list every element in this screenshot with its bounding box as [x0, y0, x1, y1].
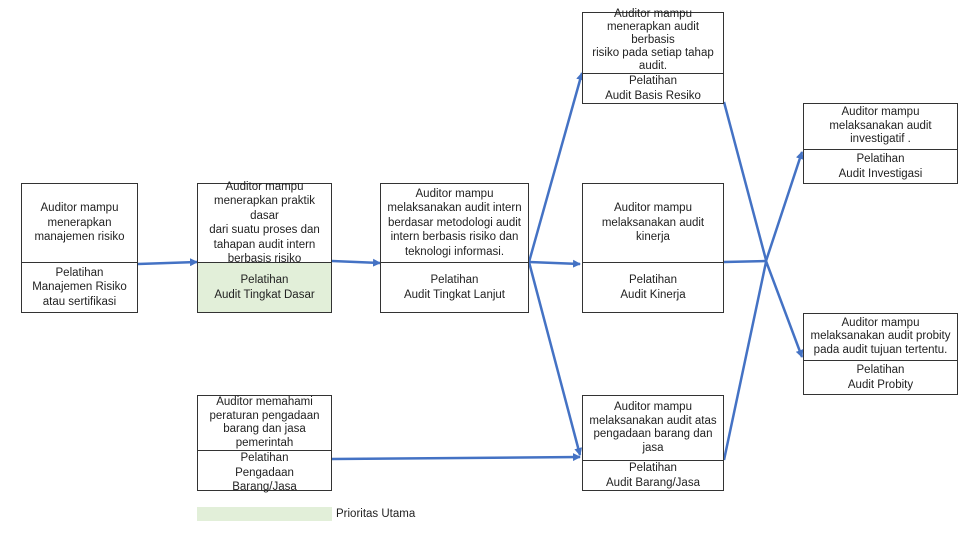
node-probity: Auditor mampu melaksanakan audit probity…: [803, 313, 958, 395]
node-kinerja-training: Pelatihan Audit Kinerja: [583, 262, 723, 312]
arrow-lanjut-to-kinerja: [528, 259, 581, 268]
node-tingkat-lanjut-goal: Auditor mampu melaksanakan audit intern …: [387, 187, 522, 258]
node-manajemen-risiko: Auditor mampu menerapkan manajemen risik…: [21, 183, 138, 313]
line-barang-jasa-to-hub: [722, 261, 768, 461]
node-tingkat-dasar: Auditor mampu menerapkan praktik dasar d…: [197, 180, 332, 313]
node-audit-barang-jasa-goal: Auditor mampu melaksanakan audit atas pe…: [589, 401, 717, 454]
node-tingkat-dasar-goal: Auditor mampu menerapkan praktik dasar d…: [209, 180, 320, 266]
arrow-hub-to-probity: [764, 260, 804, 358]
arrow-lanjut-to-basis-resiko: [527, 72, 584, 263]
arrow-pengadaan-to-barang-jasa: [331, 453, 581, 462]
node-pengadaan-goal: Auditor memahami peraturan pengadaan bar…: [209, 396, 320, 449]
arrow-hub-to-investigasi: [764, 151, 804, 262]
arrow-lanjut-to-barang-jasa: [527, 261, 583, 456]
node-kinerja-goal: Auditor mampu melaksanakan audit kinerja: [601, 202, 705, 244]
line-kinerja-to-hub: [723, 259, 767, 264]
node-basis-resiko-goal: Auditor mampu menerapkan audit berbasis …: [592, 8, 714, 72]
node-manajemen-risiko-training: Pelatihan Manajemen Risiko atau sertifik…: [22, 262, 137, 312]
line-basis-resiko-to-hub: [722, 101, 768, 261]
node-audit-barang-jasa-training: Pelatihan Audit Barang/Jasa: [583, 460, 723, 490]
legend-swatch: [197, 507, 332, 521]
node-manajemen-risiko-goal: Auditor mampu menerapkan manajemen risik…: [34, 202, 125, 244]
node-basis-resiko: Auditor mampu menerapkan audit berbasis …: [582, 8, 724, 104]
arrow-dasar-to-lanjut: [331, 258, 381, 267]
node-basis-resiko-training: Pelatihan Audit Basis Resiko: [583, 73, 723, 103]
node-probity-goal: Auditor mampu melaksanakan audit probity…: [810, 316, 951, 356]
arrow-manajemen-to-dasar: [137, 258, 198, 267]
node-tingkat-lanjut-training: Pelatihan Audit Tingkat Lanjut: [381, 262, 528, 312]
node-audit-barang-jasa: Auditor mampu melaksanakan audit atas pe…: [582, 395, 724, 491]
node-kinerja: Auditor mampu melaksanakan audit kinerja…: [582, 183, 724, 313]
node-investigasi: Auditor mampu melaksanakan audit investi…: [803, 103, 958, 184]
node-investigasi-training: Pelatihan Audit Investigasi: [804, 149, 957, 183]
legend-label: Prioritas Utama: [336, 508, 416, 520]
node-investigasi-goal: Auditor mampu melaksanakan audit investi…: [829, 106, 932, 146]
node-probity-training: Pelatihan Audit Probity: [804, 360, 957, 394]
node-tingkat-dasar-training: Pelatihan Audit Tingkat Dasar: [198, 262, 331, 312]
node-pengadaan-training: Pelatihan Pengadaan Barang/Jasa: [198, 450, 331, 495]
node-pengadaan: Auditor memahami peraturan pengadaan bar…: [197, 395, 332, 493]
node-tingkat-lanjut: Auditor mampu melaksanakan audit intern …: [380, 183, 529, 313]
